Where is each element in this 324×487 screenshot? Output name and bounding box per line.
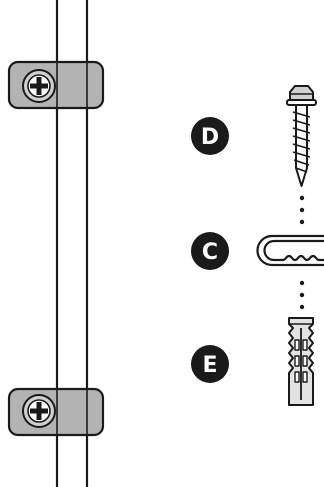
mounted-clip-icon [7, 60, 105, 110]
connector-dots [299, 195, 305, 225]
mounted-clip-icon [7, 387, 105, 437]
badge-label-c: C [202, 240, 218, 265]
part-badge-c: C [191, 232, 229, 270]
cable-clip-icon [256, 234, 324, 267]
wall-anchor-icon [288, 317, 314, 406]
part-badge-d: D [191, 117, 229, 155]
screw-head-icon [22, 69, 56, 103]
screw-head-icon [22, 394, 56, 428]
badge-label-d: D [201, 125, 219, 150]
connector-dots [299, 280, 305, 310]
screw-icon [286, 85, 317, 187]
part-badge-e: E [191, 345, 229, 383]
badge-label-e: E [202, 353, 217, 378]
